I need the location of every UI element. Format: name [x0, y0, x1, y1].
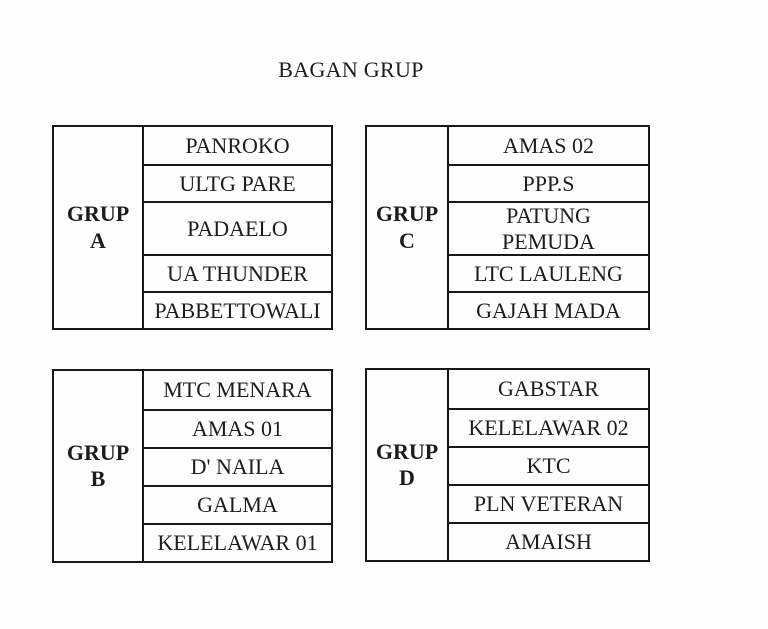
group-table-d: GRUP D GABSTAR KELELAWAR 02 KTC PLN VETE…: [365, 368, 650, 562]
group-d-team-list: GABSTAR KELELAWAR 02 KTC PLN VETERAN AMA…: [449, 370, 648, 560]
team-cell-b-2: AMAS 01: [144, 409, 331, 447]
team-cell-a-5: PABBETTOWALI: [144, 291, 331, 328]
team-cell-a-3: PADAELO: [144, 201, 331, 254]
team-cell-d-1: GABSTAR: [498, 376, 599, 402]
group-d-label: GRUP D: [367, 370, 449, 560]
group-c-label: GRUP C: [367, 127, 449, 328]
team-cell-b-5: KELELAWAR 01: [144, 523, 331, 561]
team-cell-d-3: KTC: [449, 446, 648, 484]
group-a-team-list: PANROKO ULTG PARE PADAELO UA THUNDER PAB…: [144, 127, 331, 328]
team-cell-c-5: GAJAH MADA: [449, 291, 648, 328]
team-cell-d-5: AMAISH: [449, 522, 648, 560]
team-cell-b-3: D' NAILA: [144, 447, 331, 485]
team-cell-a-2: ULTG PARE: [144, 164, 331, 201]
team-cell-b-4: GALMA: [144, 485, 331, 523]
group-a-label: GRUP A: [54, 127, 144, 328]
group-table-a: GRUP A PANROKO ULTG PARE PADAELO UA THUN…: [52, 125, 333, 330]
team-cell-c-2: PPP.S: [449, 164, 648, 201]
team-cell-c-1: AMAS 02: [502, 132, 595, 158]
group-table-b: GRUP B MTC MENARA AMAS 01 D' NAILA GALMA…: [52, 369, 333, 563]
team-cell-c-4: LTC LAULENG: [449, 254, 648, 291]
group-table-c: GRUP C AMAS 02 PPP.S PATUNG PEMUDA LTC L…: [365, 125, 650, 330]
group-c-team-list: AMAS 02 PPP.S PATUNG PEMUDA LTC LAULENG …: [449, 127, 648, 328]
group-b-team-list: MTC MENARA AMAS 01 D' NAILA GALMA KELELA…: [144, 371, 331, 561]
team-cell-a-4: UA THUNDER: [144, 254, 331, 291]
team-cell-d-4: PLN VETERAN: [449, 484, 648, 522]
team-cell-d-2: KELELAWAR 02: [449, 408, 648, 446]
page-title: BAGAN GRUP: [278, 57, 424, 82]
team-cell-a-1: PANROKO: [185, 132, 290, 158]
group-b-label: GRUP B: [54, 371, 144, 561]
team-cell-c-3: PATUNG PEMUDA: [449, 201, 648, 254]
team-cell-b-1: MTC MENARA: [163, 377, 312, 403]
